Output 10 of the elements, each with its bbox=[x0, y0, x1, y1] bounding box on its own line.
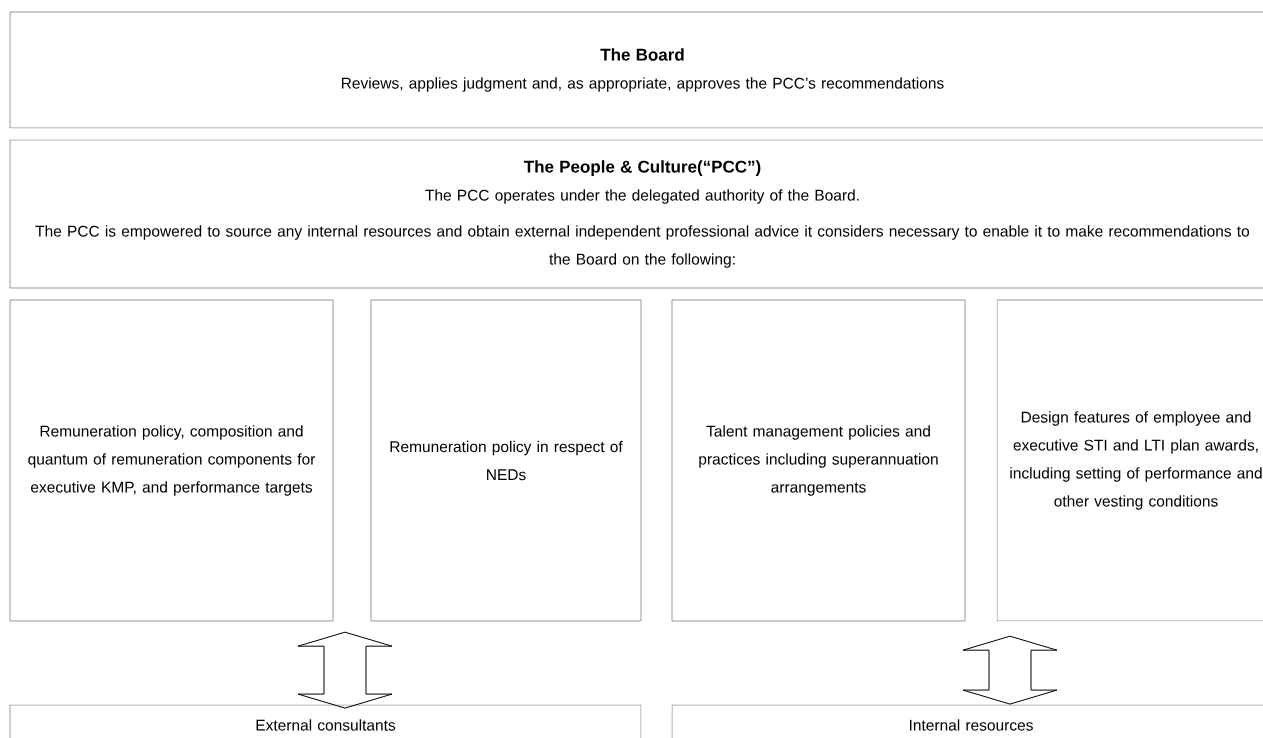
committee-box: The People & Culture(“PCC”) The PCC operates under the delegated authority of the Board. The PCC is empowered to source any internal resources and obtain external independent professional advice it considers necessary to enable it to make recommendations to the Board on the following: bbox=[9, 139, 1263, 289]
block-arrow bbox=[297, 631, 393, 709]
responsibility-box: Talent management policies and practices including superannuation arrangements bbox=[671, 299, 966, 622]
board-box: The Board Reviews, applies judgment and, as appropriate, approves the PCC’s recommendations bbox=[9, 11, 1263, 129]
responsibility-box: Remuneration policy in respect of NEDs bbox=[370, 299, 642, 622]
responsibility-box: Design features of employee and executive STI and LTI plan awards, including setting of performance and other vesting conditions bbox=[996, 299, 1263, 622]
responsibility-box: Remuneration policy, composition and quantum of remuneration components for executive KMP, and performance targets bbox=[9, 299, 334, 622]
block-arrow bbox=[962, 635, 1058, 705]
resource-box: External consultants bbox=[9, 704, 642, 738]
resource-box: Internal resources bbox=[671, 704, 1263, 738]
